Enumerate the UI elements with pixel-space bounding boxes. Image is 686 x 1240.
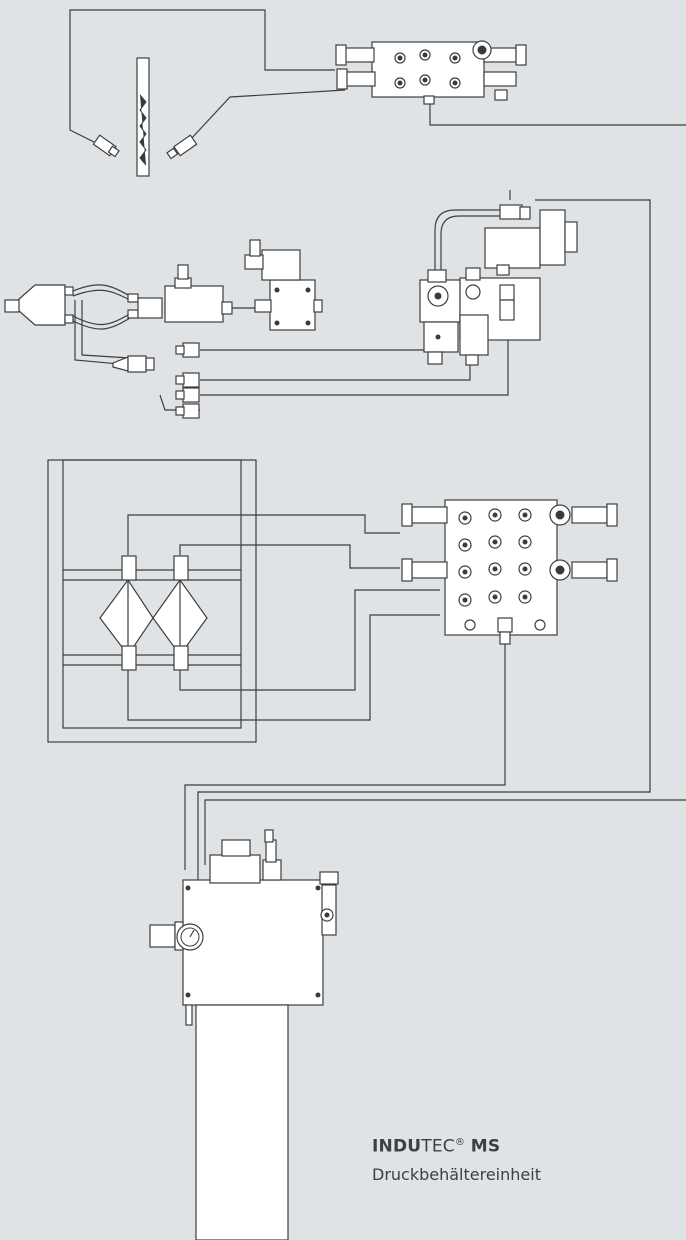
product-caption: INDUTEC® MS Druckbehältereinheit (372, 1132, 541, 1188)
product-title: INDUTEC® MS (372, 1132, 541, 1158)
top-valve-manifold (335, 40, 527, 105)
spray-nozzles-and-blade (92, 57, 198, 177)
model-name: MS (470, 1136, 501, 1157)
brand-bold: INDU (372, 1136, 422, 1157)
product-subtitle: Druckbehältereinheit (372, 1164, 541, 1184)
frame-with-diamond-section (47, 459, 257, 743)
pressure-tank-unit (149, 829, 339, 1240)
brand-regular: TEC (421, 1136, 455, 1157)
registered-mark: ® (454, 1137, 466, 1148)
middle-valve-manifold (401, 499, 618, 645)
solenoid-valve-cluster (419, 204, 578, 366)
connection-lines (69, 9, 686, 1000)
air-spray-nozzle-assembly (4, 239, 323, 419)
